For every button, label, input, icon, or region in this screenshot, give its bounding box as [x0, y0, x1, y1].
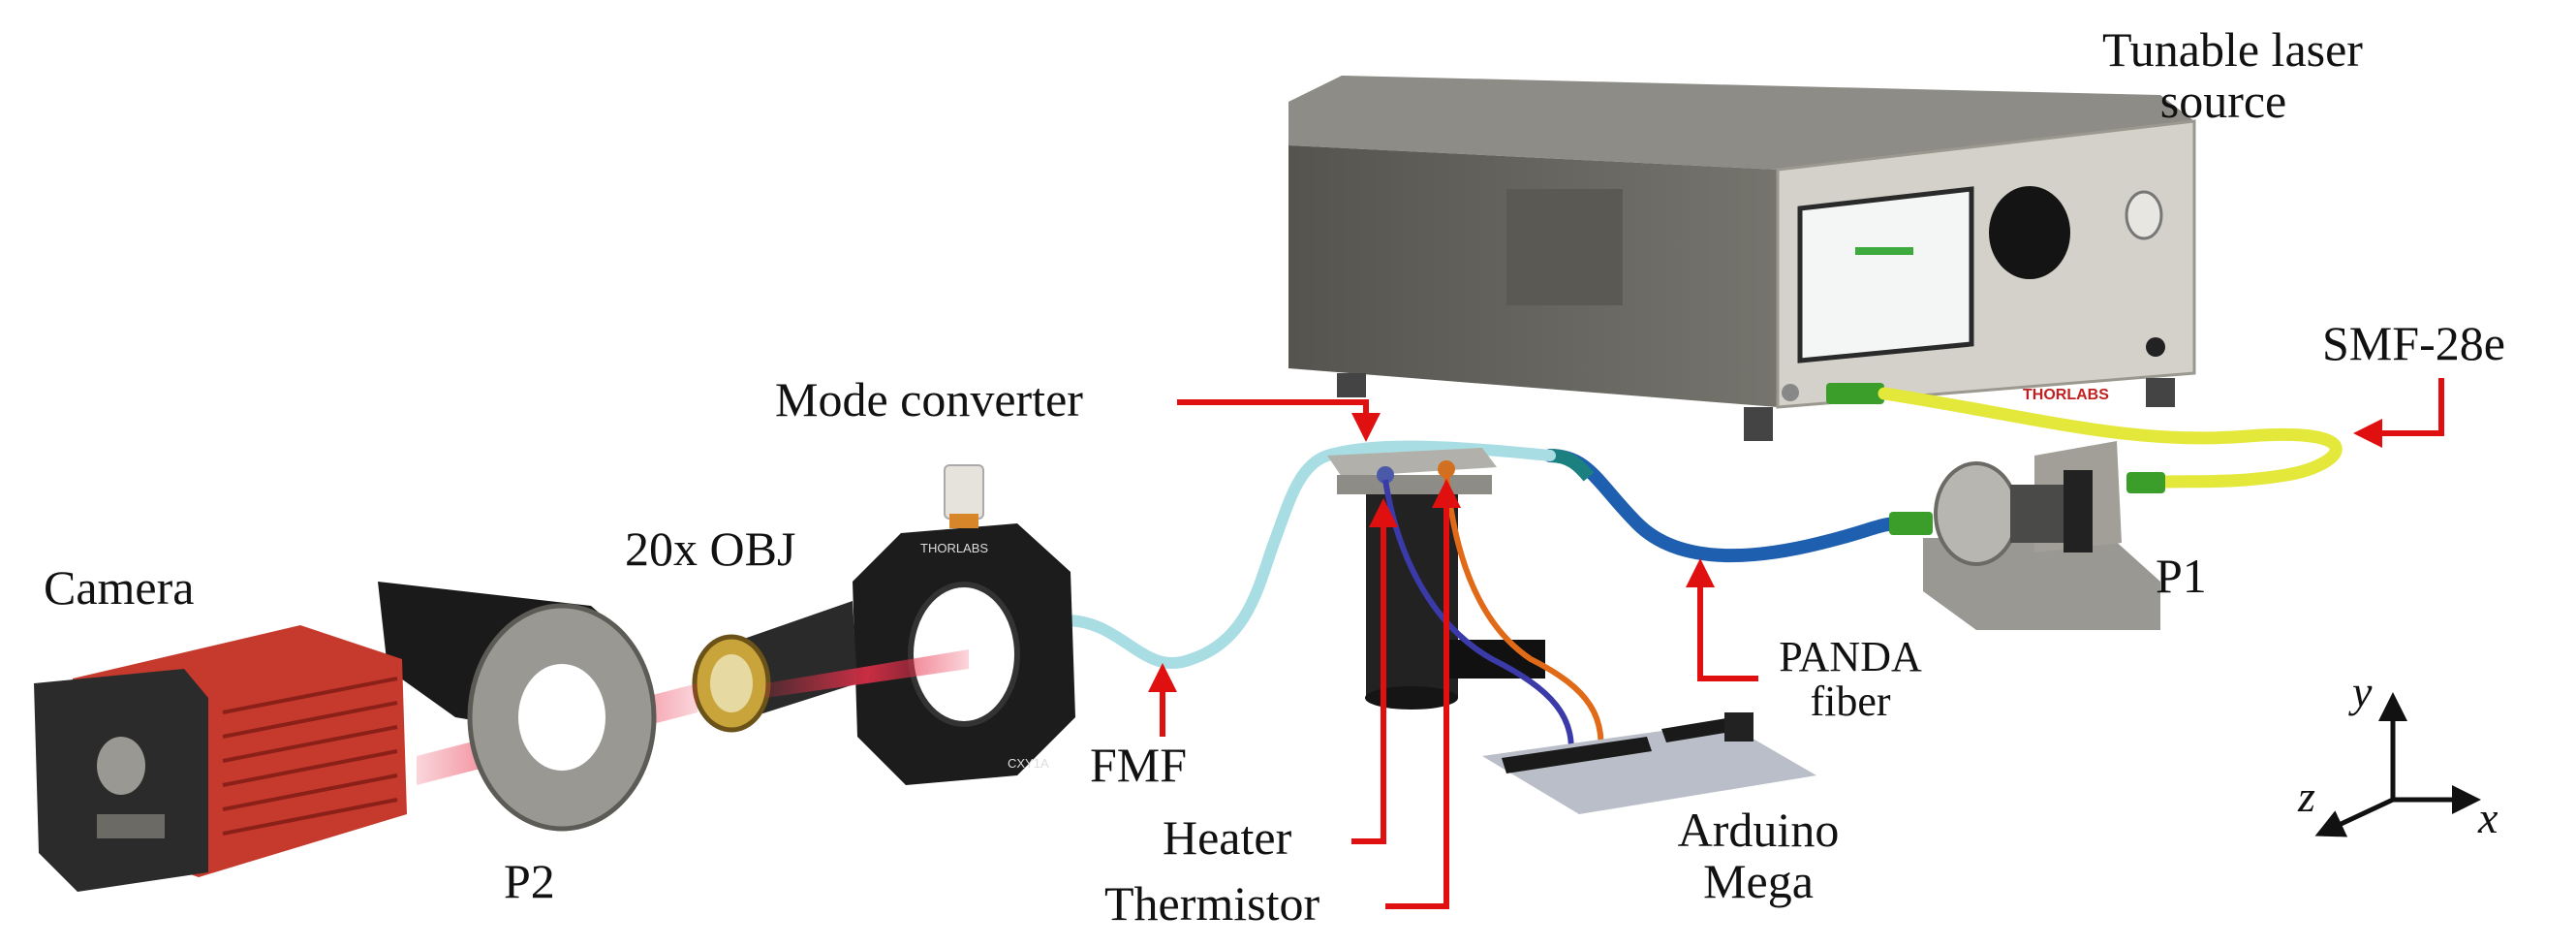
mount-model-mark: CXY1A	[1008, 756, 1049, 771]
mode-converter-side	[1337, 475, 1492, 494]
laser-source-label: Tunable laser source	[2102, 22, 2363, 128]
objective-glass	[710, 654, 753, 712]
z-axis-label: z	[2298, 772, 2315, 821]
laser-source-label-line2: source	[2159, 73, 2287, 128]
arduino-label-line2: Mega	[1703, 853, 1814, 908]
laser-knob	[1989, 186, 2070, 279]
laser-foot	[1744, 407, 1773, 441]
laser-beam-segment	[765, 649, 969, 698]
panda-connector	[1889, 512, 1933, 535]
panda-fiber	[1543, 449, 1906, 563]
arduino-label-line1: Arduino	[1677, 803, 1840, 857]
laser-vent	[1506, 189, 1623, 305]
objective-label: 20x OBJ	[625, 521, 796, 576]
laser-button	[2146, 337, 2165, 357]
camera-connector	[97, 737, 145, 795]
y-axis-label: y	[2352, 667, 2373, 716]
cxy1a-mount: THORLABS CXY1A	[853, 464, 1075, 785]
p1-polarizer	[1923, 441, 2160, 630]
objective-lens	[692, 601, 857, 733]
p1-label: P1	[2156, 549, 2207, 603]
camera-body	[34, 625, 407, 892]
p2-label: P2	[504, 854, 555, 908]
laser-output-connector	[1826, 383, 1884, 404]
arduino-pcb	[1482, 722, 1816, 814]
arduino-header	[1502, 737, 1652, 773]
smf-connector	[2126, 472, 2165, 493]
arduino-jack	[1724, 712, 1754, 742]
arduino-board	[1482, 712, 1816, 814]
laser-source-label-line1: Tunable laser	[2102, 22, 2363, 77]
smf-arrow	[2353, 378, 2444, 448]
heater-arrow	[1351, 498, 1398, 844]
laser-key-switch	[2125, 190, 2163, 240]
thermistor-wire	[1443, 474, 1604, 767]
thermistor-label: Thermistor	[1104, 876, 1320, 931]
thermistor-arrow	[1385, 479, 1461, 909]
fmf-fiber	[1060, 440, 1556, 670]
heater-wire	[1382, 479, 1574, 767]
laser-touchscreen	[1797, 186, 1974, 363]
mode-converter-assembly	[1327, 448, 1604, 767]
laser-foot	[2146, 378, 2175, 407]
mode-converter-label: Mode converter	[775, 372, 1083, 426]
mode-converter-arrow	[1177, 399, 1381, 442]
laser-brand-mark: THORLABS	[2023, 387, 2109, 403]
thermistor-contact	[1438, 460, 1455, 478]
mount-adjuster	[944, 464, 984, 520]
arduino-label: Arduino Mega	[1652, 805, 1865, 906]
fmf-label: FMF	[1090, 738, 1188, 792]
camera-label-plate	[97, 814, 165, 838]
annotation-arrows	[1148, 378, 2444, 909]
p1-knob	[2064, 470, 2093, 552]
camera-fins	[222, 677, 398, 836]
smf-label: SMF-28e	[2322, 316, 2505, 370]
panda-arrow	[1686, 558, 1758, 681]
smf-28e-fiber	[1878, 387, 2343, 489]
mount-adjuster-collar	[949, 514, 978, 528]
post-base	[1365, 686, 1458, 710]
p1-rotation-mount	[1934, 461, 2019, 566]
coordinate-axes	[2314, 692, 2481, 837]
z-axis-arrow	[2314, 797, 2395, 837]
laser-source: THORLABS	[1288, 76, 2196, 441]
mount-brand-mark: THORLABS	[920, 541, 988, 555]
panda-label: PANDA fiber	[1768, 633, 1933, 726]
p2-aperture	[518, 664, 605, 771]
camera-label: Camera	[44, 560, 195, 615]
p2-polarizer	[378, 582, 657, 832]
laser-led	[1782, 384, 1799, 401]
laser-foot	[1337, 373, 1366, 397]
heater-contact	[1377, 466, 1394, 484]
x-axis-label: x	[2478, 793, 2498, 842]
panda-label-line2: fiber	[1810, 678, 1891, 726]
heater-label: Heater	[1163, 810, 1292, 865]
screen-bar	[1855, 247, 1913, 255]
panda-label-line1: PANDA	[1779, 633, 1922, 680]
